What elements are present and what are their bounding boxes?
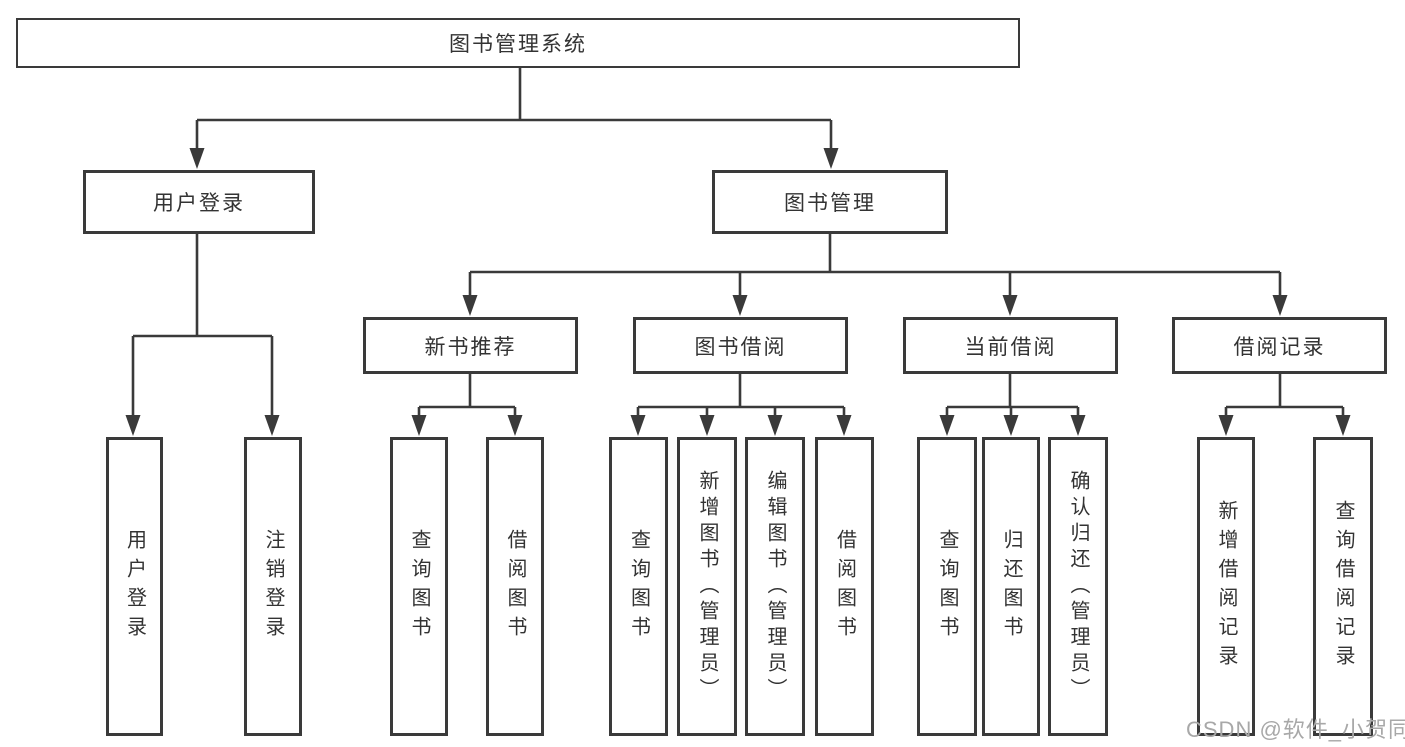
node-current-borrow: 当前借阅 [903, 317, 1118, 374]
leaf-label: 归还图书 [1000, 528, 1022, 645]
leaf-label: 编辑图书（管理员） [764, 469, 786, 704]
node-borrow-records: 借阅记录 [1172, 317, 1387, 374]
csdn-watermark: CSDN @软件_小贺同学 [1186, 717, 1405, 742]
leaf-label: 注销登录 [262, 528, 284, 645]
leaf-query-books-3: 查询图书 [917, 437, 977, 736]
leaf-borrow-books-1: 借阅图书 [486, 437, 544, 736]
leaf-label: 查询借阅记录 [1332, 499, 1354, 674]
leaf-borrow-books-2: 借阅图书 [815, 437, 874, 736]
node-new-book-recommend: 新书推荐 [363, 317, 578, 374]
leaf-label: 新增借阅记录 [1215, 499, 1237, 674]
node-label: 图书管理 [784, 192, 876, 215]
leaf-label: 查询图书 [408, 528, 430, 645]
leaf-confirm-return-admin: 确认归还（管理员） [1048, 437, 1108, 736]
leaf-query-borrow-record: 查询借阅记录 [1313, 437, 1373, 736]
node-label: 新书推荐 [424, 335, 517, 359]
node-label: 用户登录 [153, 192, 245, 215]
leaf-label: 借阅图书 [833, 528, 856, 645]
leaf-logout: 注销登录 [244, 437, 302, 736]
node-label: 当前借阅 [964, 335, 1057, 359]
leaf-label: 查询图书 [627, 528, 650, 645]
node-book-borrow: 图书借阅 [633, 317, 848, 374]
node-root-system: 图书管理系统 [16, 18, 1020, 68]
leaf-query-books-1: 查询图书 [390, 437, 448, 736]
node-book-management-branch: 图书管理 [712, 170, 948, 234]
leaf-label: 借阅图书 [504, 528, 526, 645]
leaf-query-books-2: 查询图书 [609, 437, 668, 736]
leaf-label: 新增图书（管理员） [696, 469, 718, 704]
node-label: 图书借阅 [694, 335, 787, 359]
node-user-login-branch: 用户登录 [83, 170, 315, 234]
node-root-label: 图书管理系统 [449, 33, 587, 56]
leaf-return-book: 归还图书 [982, 437, 1040, 736]
leaf-add-book-admin: 新增图书（管理员） [677, 437, 737, 736]
node-label: 借阅记录 [1233, 335, 1326, 359]
leaf-user-login: 用户登录 [106, 437, 163, 736]
leaf-edit-book-admin: 编辑图书（管理员） [745, 437, 805, 736]
leaf-label: 用户登录 [123, 528, 146, 645]
leaf-add-borrow-record: 新增借阅记录 [1197, 437, 1255, 736]
leaf-label: 查询图书 [936, 528, 958, 645]
leaf-label: 确认归还（管理员） [1067, 469, 1089, 704]
